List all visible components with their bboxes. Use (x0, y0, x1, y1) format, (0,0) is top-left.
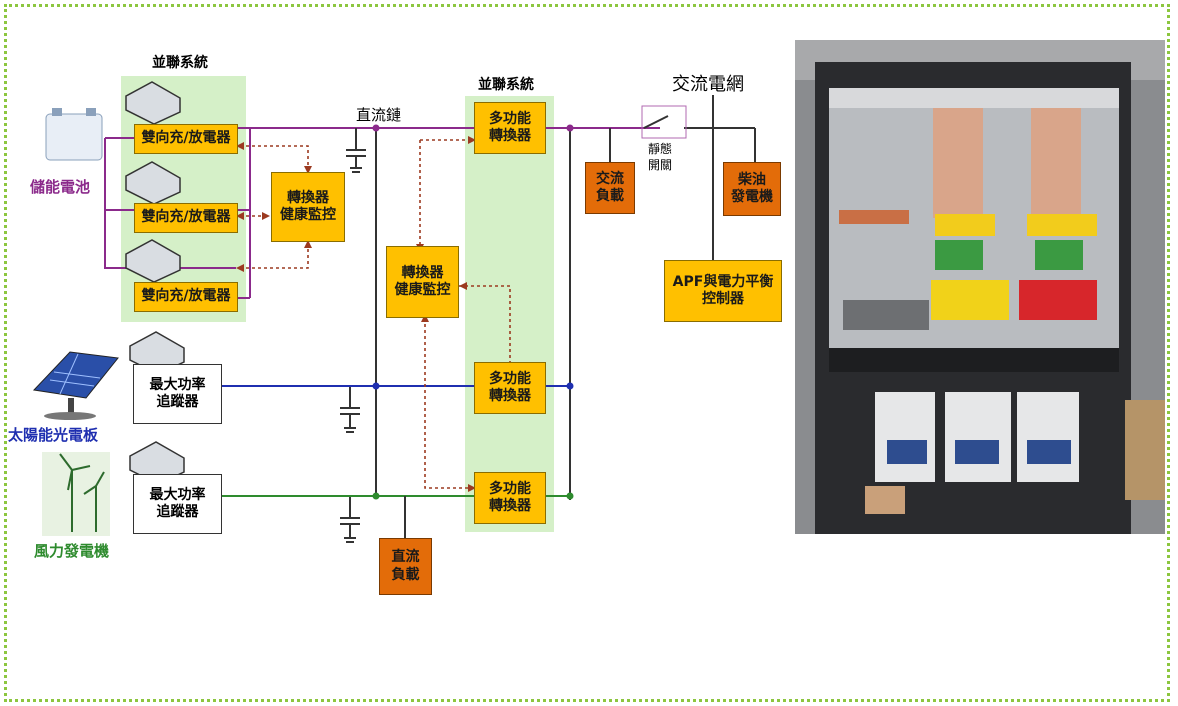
parallel-system-label-center: 並聯系統 (478, 74, 534, 94)
dc-load: 直流 負載 (379, 538, 432, 595)
multi-function-converter-2: 多功能 轉換器 (474, 362, 546, 414)
bidirectional-charger-3: 雙向充/放電器 (134, 282, 238, 312)
dc-link-label: 直流鏈 (356, 104, 401, 125)
wind-turbine-label: 風力發電機 (34, 540, 109, 561)
multi-function-converter-1: 多功能 轉換器 (474, 102, 546, 154)
multi-function-converter-3: 多功能 轉換器 (474, 472, 546, 524)
wind-turbine-icon (42, 452, 110, 536)
converter-health-monitor-1: 轉換器 健康監控 (271, 172, 345, 242)
charger-device-icon (126, 162, 180, 204)
charger-device-icon (126, 82, 180, 124)
ac-load: 交流 負載 (585, 162, 635, 214)
static-switch-label: 靜態 開關 (648, 142, 672, 173)
converter-health-monitor-2: 轉換器 健康監控 (386, 246, 459, 318)
ac-grid-label: 交流電網 (672, 70, 744, 96)
battery-icon (46, 108, 102, 160)
solar-panel-label: 太陽能光電板 (8, 424, 98, 445)
bidirectional-charger-2: 雙向充/放電器 (134, 203, 238, 233)
apf-power-balance-controller: APF與電力平衡 控制器 (664, 260, 782, 322)
cabinet-photo-drawing (795, 40, 1165, 534)
converter-cabinet-photo (795, 40, 1165, 534)
diesel-generator: 柴油 發電機 (723, 162, 781, 216)
solar-panel-icon (34, 352, 118, 420)
mppt-tracker-2: 最大功率 追蹤器 (133, 474, 222, 534)
bidirectional-charger-1: 雙向充/放電器 (134, 124, 238, 154)
parallel-system-label-left: 並聯系統 (152, 52, 208, 72)
battery-label: 儲能電池 (30, 176, 90, 197)
mppt-tracker-1: 最大功率 追蹤器 (133, 364, 222, 424)
charger-device-icon (126, 240, 180, 282)
